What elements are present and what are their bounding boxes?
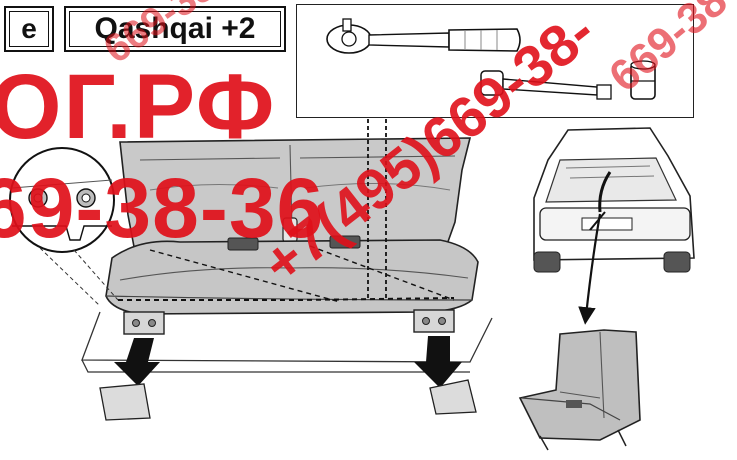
removed-third-row-seat <box>518 329 641 451</box>
required-tools-panel <box>296 4 694 118</box>
right-seat-bracket <box>413 309 455 333</box>
vehicle-rear-view <box>533 127 695 273</box>
left-cover-plate <box>99 383 151 421</box>
step-indicator: e <box>4 6 54 52</box>
right-down-arrow <box>414 336 462 388</box>
step-label: e <box>21 13 37 44</box>
left-down-arrow <box>114 338 160 386</box>
removal-arrow <box>578 213 602 325</box>
left-seat-bracket <box>123 311 165 335</box>
extension-bar-icon <box>480 70 612 100</box>
model-title-inner-frame <box>69 11 281 47</box>
floor-outline <box>81 311 493 373</box>
tools-drawing <box>326 18 656 100</box>
bolt-detail-callout <box>9 147 119 307</box>
step-indicator-inner-frame <box>9 11 49 47</box>
seat-removal-illustration <box>9 96 695 451</box>
tool-pointer-arrows <box>360 96 394 298</box>
model-title: Qashqai +2 <box>64 6 286 52</box>
right-cover-plate <box>429 379 477 415</box>
rear-seat-back <box>119 137 472 253</box>
socket-icon <box>630 60 656 100</box>
ratchet-wrench-icon <box>326 18 521 54</box>
model-label: Qashqai +2 <box>94 12 256 45</box>
rear-seat-cushion <box>105 235 479 315</box>
